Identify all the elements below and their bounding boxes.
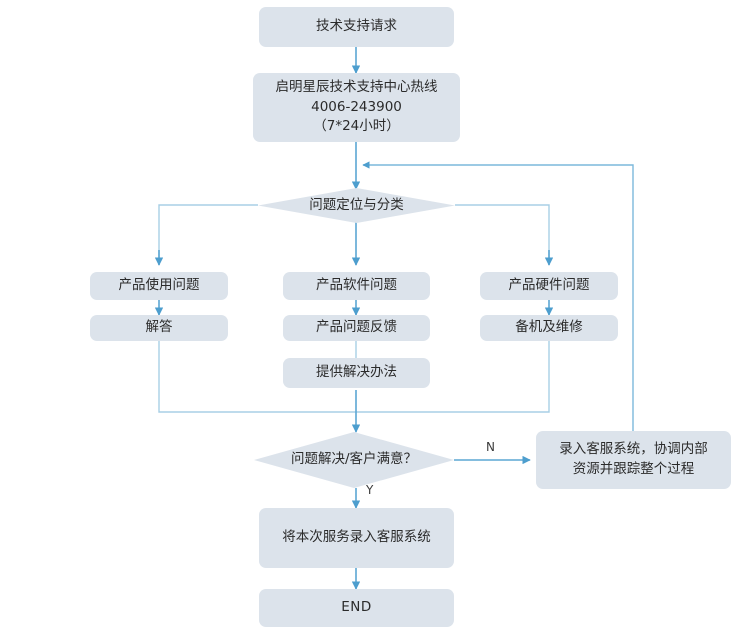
edge-escalate-loopback xyxy=(362,161,634,431)
node-hotline[interactable]: 启明星辰技术支持中心热线 4006-243900 （7*24小时） xyxy=(253,73,460,142)
node-start[interactable]: 技术支持请求 xyxy=(259,7,454,47)
node-classify[interactable]: 问题定位与分类 xyxy=(258,188,455,223)
edge-label-no-text: N xyxy=(486,440,495,454)
node-classify-label: 问题定位与分类 xyxy=(309,196,404,213)
node-spare-label: 备机及维修 xyxy=(515,319,583,336)
edge-answer-rail xyxy=(158,340,356,413)
edge-spare-rail xyxy=(356,340,550,413)
node-resolved-label: 问题解决/客户满意？ xyxy=(290,451,418,468)
node-feedback-label: 产品问题反馈 xyxy=(316,319,397,336)
node-end-label: END xyxy=(341,599,372,616)
node-spare[interactable]: 备机及维修 xyxy=(480,315,618,341)
edge-label-yes: Y xyxy=(366,483,373,497)
node-answer[interactable]: 解答 xyxy=(90,315,228,341)
edge-classify-to-hardware xyxy=(455,204,550,265)
node-solution-label: 提供解决办法 xyxy=(316,364,397,381)
node-software[interactable]: 产品软件问题 xyxy=(283,272,430,300)
node-record[interactable]: 将本次服务录入客服系统 xyxy=(259,508,454,568)
node-usage[interactable]: 产品使用问题 xyxy=(90,272,228,300)
node-hardware[interactable]: 产品硬件问题 xyxy=(480,272,618,300)
edge-label-no: N xyxy=(486,440,495,454)
node-end[interactable]: END xyxy=(259,589,454,627)
node-solution[interactable]: 提供解决办法 xyxy=(283,358,430,388)
edge-label-yes-text: Y xyxy=(366,483,374,497)
node-usage-label: 产品使用问题 xyxy=(118,277,200,294)
node-hardware-label: 产品硬件问题 xyxy=(508,277,590,294)
node-record-label: 将本次服务录入客服系统 xyxy=(282,529,431,546)
node-feedback[interactable]: 产品问题反馈 xyxy=(283,315,430,341)
node-software-label: 产品软件问题 xyxy=(316,277,397,294)
node-escalate-label: 录入客服系统，协调内部 资源并跟踪整个过程 xyxy=(559,441,708,477)
node-start-label: 技术支持请求 xyxy=(316,18,397,35)
node-hotline-label: 启明星辰技术支持中心热线 4006-243900 （7*24小时） xyxy=(275,79,438,135)
node-answer-label: 解答 xyxy=(145,319,173,336)
node-resolved[interactable]: 问题解决/客户满意？ xyxy=(254,432,454,488)
node-escalate[interactable]: 录入客服系统，协调内部 资源并跟踪整个过程 xyxy=(536,431,731,489)
edge-classify-to-usage xyxy=(158,204,258,265)
